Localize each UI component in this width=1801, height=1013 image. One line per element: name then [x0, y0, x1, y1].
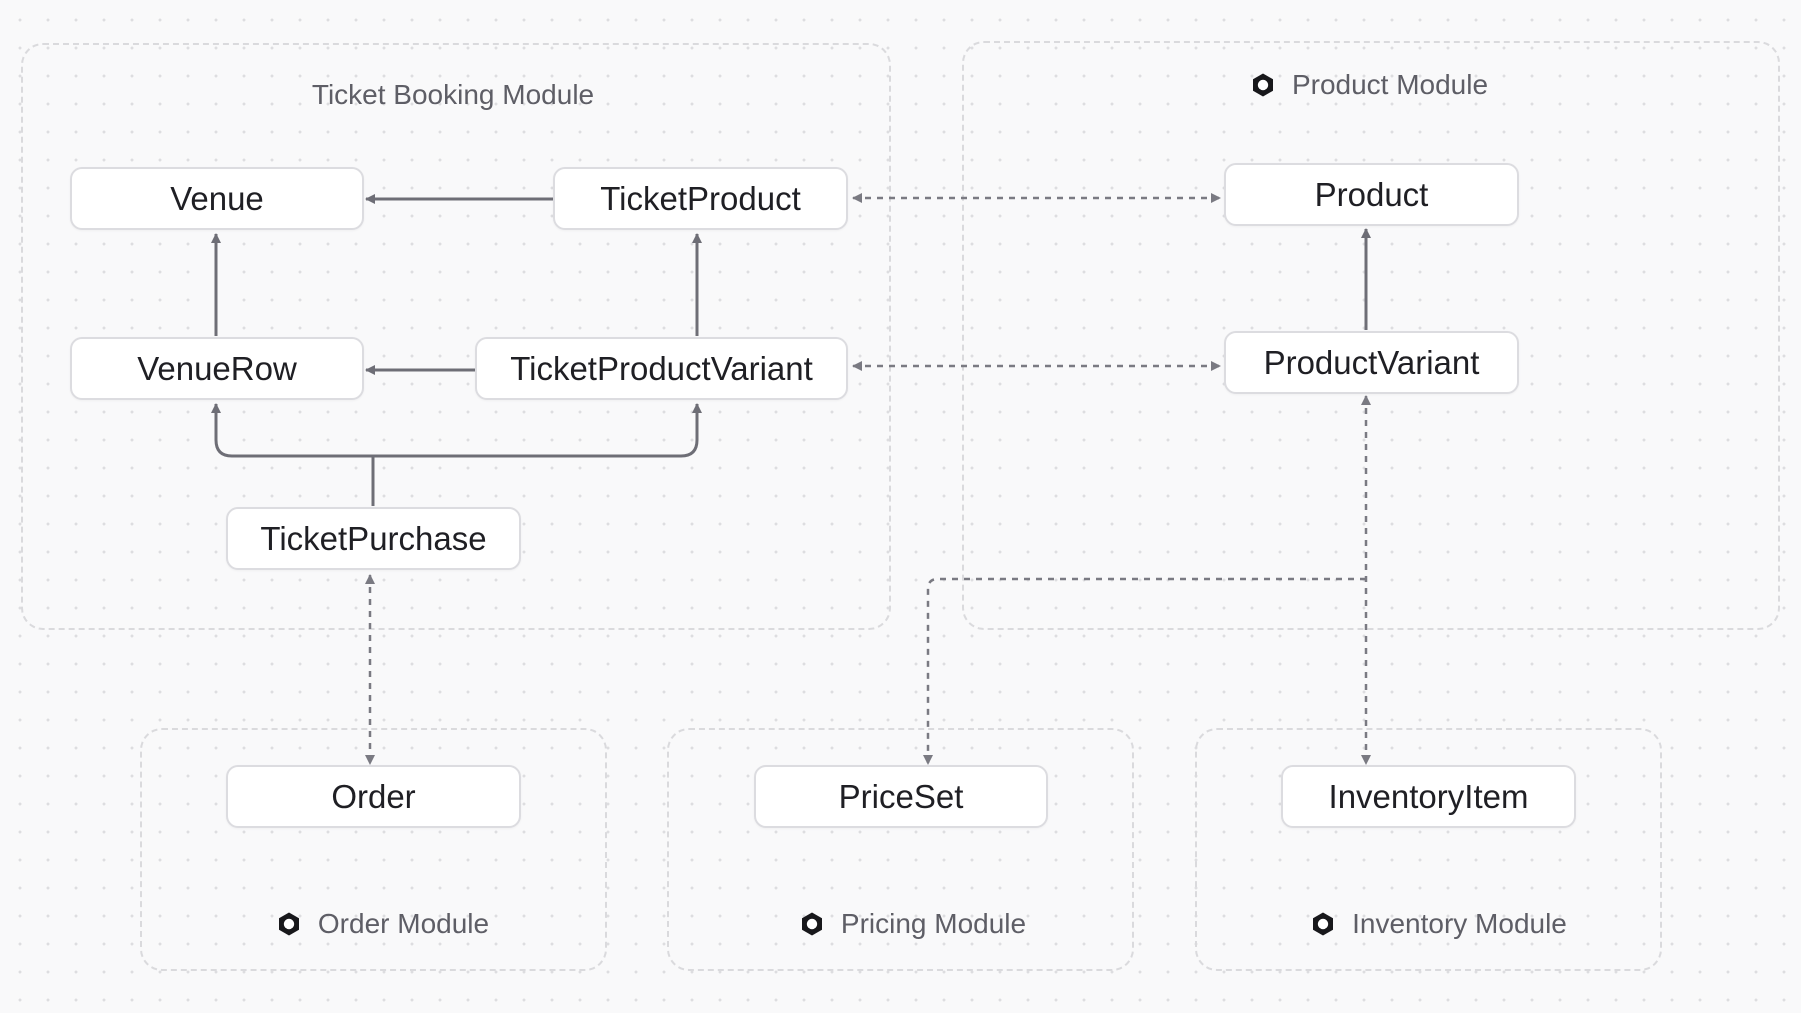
module-icon: [1310, 911, 1336, 937]
node-price-set-label: PriceSet: [838, 777, 964, 815]
edge-ticketpurchase-to-venuerow: [211, 403, 373, 458]
product-module-label: Product Module: [960, 69, 1778, 101]
node-ticket-product[interactable]: TicketProduct: [553, 167, 848, 230]
inventory-module-label: Inventory Module: [1217, 908, 1660, 940]
pricing-module-group: Pricing Module: [667, 728, 1134, 971]
node-product-label: Product: [1314, 175, 1429, 213]
node-ticket-product-variant[interactable]: TicketProductVariant: [475, 337, 848, 400]
node-ticket-product-label: TicketProduct: [600, 179, 801, 217]
pricing-module-label: Pricing Module: [693, 908, 1132, 940]
inventory-module-group: Inventory Module: [1195, 728, 1662, 971]
node-order[interactable]: Order: [226, 765, 521, 828]
node-ticket-product-variant-label: TicketProductVariant: [510, 349, 813, 387]
node-inventory-item[interactable]: InventoryItem: [1281, 765, 1576, 828]
ticket-booking-module-label-text: Ticket Booking Module: [311, 79, 595, 110]
node-product[interactable]: Product: [1224, 163, 1519, 226]
product-module-group: Product Module: [962, 41, 1780, 630]
edge-ticketpurchase-to-ticketproductvariant: [373, 403, 702, 458]
product-module-label-text: Product Module: [1291, 69, 1489, 100]
node-price-set[interactable]: PriceSet: [754, 765, 1048, 828]
ticket-booking-module-label: Ticket Booking Module: [17, 79, 889, 111]
order-module-label-text: Order Module: [317, 908, 490, 939]
pricing-module-label-text: Pricing Module: [840, 908, 1027, 939]
link-productvariant-priceset: [923, 577, 1366, 765]
node-inventory-item-label: InventoryItem: [1328, 777, 1529, 815]
node-venue-row-label: VenueRow: [137, 349, 297, 387]
node-product-variant[interactable]: ProductVariant: [1224, 331, 1519, 394]
node-product-variant-label: ProductVariant: [1263, 343, 1480, 381]
node-ticket-purchase-label: TicketPurchase: [260, 519, 487, 557]
module-icon: [1250, 72, 1276, 98]
order-module-label: Order Module: [160, 908, 605, 940]
ticket-booking-module-group: Ticket Booking Module: [21, 43, 891, 630]
node-ticket-purchase[interactable]: TicketPurchase: [226, 507, 521, 570]
node-venue-row[interactable]: VenueRow: [70, 337, 364, 400]
node-venue-label: Venue: [170, 179, 264, 217]
node-venue[interactable]: Venue: [70, 167, 364, 230]
module-icon: [799, 911, 825, 937]
node-order-label: Order: [331, 777, 416, 815]
inventory-module-label-text: Inventory Module: [1352, 908, 1567, 939]
module-icon: [276, 911, 302, 937]
